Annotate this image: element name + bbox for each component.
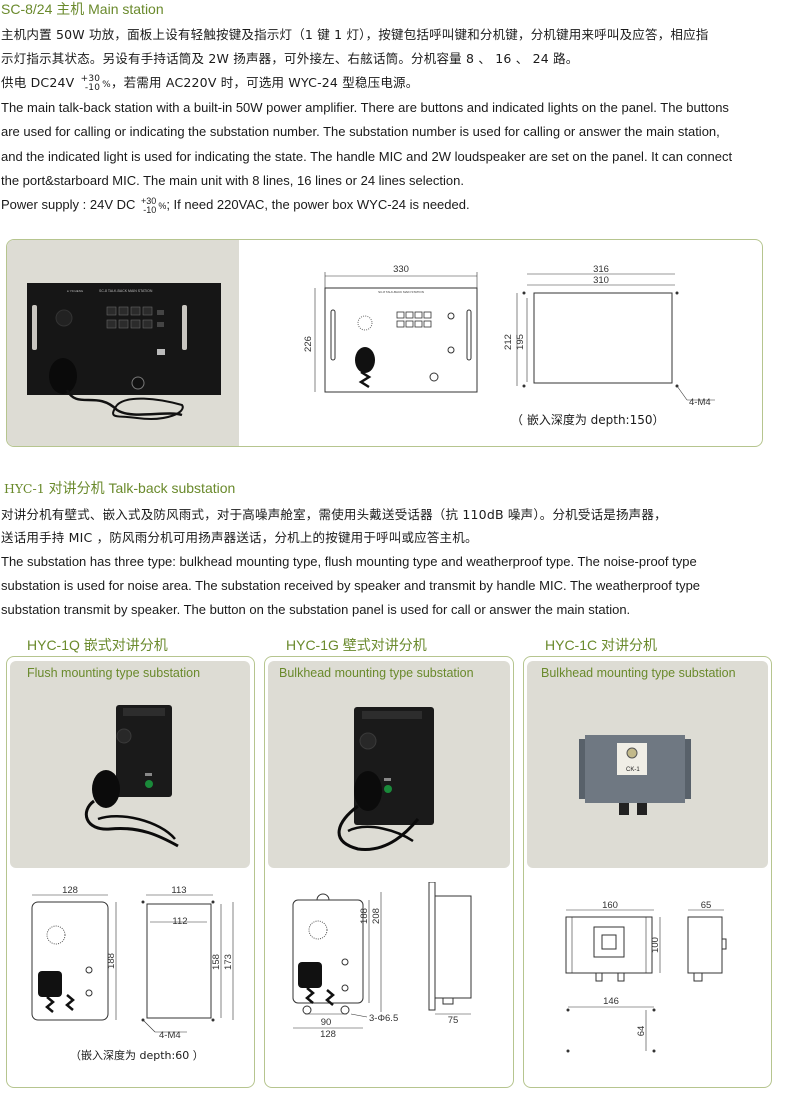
product-1g-drawing: 188 208 90 128 3-Φ6.5 75 xyxy=(292,882,472,1040)
tol-minus: -10 xyxy=(143,204,157,215)
product-1q-depth-note: （嵌入深度为 depth:60 ） xyxy=(70,1049,204,1062)
dim-1c-d: 65 xyxy=(701,900,712,911)
svg-text:SC-8 TALK-BACK MAIN STATION: SC-8 TALK-BACK MAIN STATION xyxy=(99,289,153,293)
dim-1q-screw: 4-M4 xyxy=(159,1030,181,1041)
dim-h1: 212 xyxy=(503,334,514,350)
dim-1q-h2: 173 xyxy=(223,954,234,970)
sub-en-line1: The substation has three type: bulkhead … xyxy=(1,554,697,569)
sub-heading-model: HYC-1 xyxy=(4,481,45,496)
product-name-cn: 嵌式对讲分机 xyxy=(83,637,168,653)
product-1g-frame: Bulkhead mounting type substation 188 20… xyxy=(264,656,514,1088)
main-side-drawing: 316 310 212 195 4-M4 xyxy=(503,264,715,408)
product-name-cn: 对讲分机 xyxy=(601,637,658,653)
dim-1c-mount-h: 64 xyxy=(636,1026,647,1037)
main-station-heading: SC-8/24 主机 Main station xyxy=(1,0,164,19)
main-cn-line1: 主机内置 50W 功放，面板上设有轻触按键及指示灯（1 键 1 灯），按键包括呼… xyxy=(1,27,709,42)
product-1c-label: CK-1 xyxy=(626,767,640,773)
svg-text:● YICHENG: ● YICHENG xyxy=(67,289,84,293)
dim-1g-hole: 3-Φ6.5 xyxy=(369,1013,398,1024)
dim-1c-w: 160 xyxy=(602,900,618,911)
tol-plus: +30 xyxy=(141,195,157,206)
dim-1c-mount-w: 146 xyxy=(603,996,619,1007)
product-1q-heading: HYC-1Q 嵌式对讲分机 xyxy=(27,635,168,655)
substation-heading: HYC-1 对讲分机 Talk-back substation xyxy=(4,478,235,498)
product-model: HYC-1Q xyxy=(27,637,80,653)
product-subtitle: Bulkhead mounting type substation xyxy=(541,666,736,680)
product-1c-frame: Bulkhead mounting type substation CK-1 1… xyxy=(523,656,772,1088)
svg-text:SC-8 TALK-BACK MAIN STATION: SC-8 TALK-BACK MAIN STATION xyxy=(378,290,424,294)
main-station-frame: SC-8 TALK-BACK MAIN STATION ● YICHENG 33… xyxy=(6,239,763,447)
dim-1g-w: 90 xyxy=(321,1017,332,1028)
main-en-line1: The main talk-back station with a built-… xyxy=(1,100,729,115)
dim-1q-h: 188 xyxy=(106,953,117,969)
dim-1g-w2: 128 xyxy=(320,1029,336,1040)
main-station-photo-bg: SC-8 TALK-BACK MAIN STATION ● YICHENG xyxy=(7,240,239,446)
product-subtitle: Bulkhead mounting type substation xyxy=(279,666,474,680)
tol-unit: % xyxy=(158,201,167,211)
main-en-line4: the port&starboard MIC. The main unit wi… xyxy=(1,173,464,188)
main-en-line3: and the indicated light is used for indi… xyxy=(1,149,733,164)
product-model: HYC-1G xyxy=(286,637,339,653)
main-front-drawing: 330 226 SC-8 TALK-BACK MAIN STATION xyxy=(303,264,478,393)
main-cn-line2: 示灯指示其状态。另设有手持话筒及 2W 扬声器，可外接左、右舷话筒。分机容量 8… xyxy=(1,51,579,66)
sub-heading-cn: 对讲分机 xyxy=(48,480,105,496)
product-1q-frame: Flush mounting type substation 128 188 1… xyxy=(6,656,255,1088)
dim-1q-d: 113 xyxy=(171,885,186,896)
dim-depth-w2: 310 xyxy=(593,275,609,286)
dim-1g-h1: 188 xyxy=(359,908,370,924)
product-name-cn: 壁式对讲分机 xyxy=(342,637,427,653)
sub-heading-en: Talk-back substation xyxy=(108,480,236,496)
product-1q-photo xyxy=(84,705,179,848)
dim-1q-w: 128 xyxy=(62,885,78,896)
main-station-photo: SC-8 TALK-BACK MAIN STATION ● YICHENG xyxy=(27,283,221,420)
sub-cn-line2: 送话用手持 MIC ，防风雨分机可用扬声器送话，分机上的按键用于呼叫或应答主机。 xyxy=(1,530,478,545)
product-1c-photo: CK-1 xyxy=(579,735,691,815)
power-cn-a: 供电 DC24V xyxy=(1,75,75,90)
dim-h2: 195 xyxy=(515,334,526,350)
sub-cn-line1: 对讲分机有壁式、嵌入式及防风雨式，对于高噪声舱室，需使用头戴送受话器（抗 110… xyxy=(1,507,667,522)
product-subtitle: Flush mounting type substation xyxy=(27,666,201,680)
tolerance-cn: +30-10 xyxy=(80,73,101,93)
dim-height: 226 xyxy=(303,336,314,352)
dim-1c-h: 100 xyxy=(650,937,661,953)
tolerance-en: +30-10 xyxy=(141,195,157,215)
power-en-b: ; If need 220VAC, the power box WYC-24 i… xyxy=(166,197,470,212)
power-cn-b: ，若需用 AC220V 时，可选用 WYC-24 型稳压电源。 xyxy=(110,75,419,90)
product-1g-heading: HYC-1G 壁式对讲分机 xyxy=(286,635,427,655)
product-1c-photo-bg: Bulkhead mounting type substation CK-1 xyxy=(527,661,768,868)
product-1q-drawing: 128 188 113 112 158 173 4-M4 xyxy=(31,885,234,1041)
product-1q-photo-bg: Flush mounting type substation xyxy=(10,661,250,868)
product-1g-photo-bg: Bulkhead mounting type substation xyxy=(268,661,510,868)
heading-en: Main station xyxy=(88,1,164,17)
main-en-line5: Power supply : 24V DC +30-10%; If need 2… xyxy=(1,193,470,219)
dim-1q-h1: 158 xyxy=(211,954,222,970)
main-en-line2: are used for calling or indicating the s… xyxy=(1,124,720,139)
tol-minus: -10 xyxy=(84,82,101,93)
product-1g-photo xyxy=(337,707,434,851)
dim-1g-h2: 208 xyxy=(371,908,382,924)
main-cn-line3: 供电 DC24V +30-10%，若需用 AC220V 时，可选用 WYC-24… xyxy=(1,71,418,97)
sub-en-line3: substation transmit by speaker. The butt… xyxy=(1,602,631,617)
dim-1g-side: 75 xyxy=(448,1015,459,1026)
product-1c-drawing: 160 100 65 146 64 xyxy=(565,900,727,1053)
dim-depth-w1: 316 xyxy=(593,264,609,275)
product-1c-heading: HYC-1C 对讲分机 xyxy=(545,635,657,655)
dim-1q-inner: 112 xyxy=(172,916,187,927)
product-model: HYC-1C xyxy=(545,637,598,653)
main-depth-note: （ 嵌入深度为 depth:150） xyxy=(511,413,665,427)
heading-cn: 主机 xyxy=(56,1,85,17)
heading-model: SC-8/24 xyxy=(1,1,53,17)
tol-plus: +30 xyxy=(80,73,101,84)
sub-en-line2: substation is used for noise area. The s… xyxy=(1,578,701,593)
dim-screw: 4-M4 xyxy=(689,397,711,408)
dim-width: 330 xyxy=(393,264,409,275)
tol-unit: % xyxy=(102,80,111,90)
power-en-a: Power supply : 24V DC xyxy=(1,197,136,212)
